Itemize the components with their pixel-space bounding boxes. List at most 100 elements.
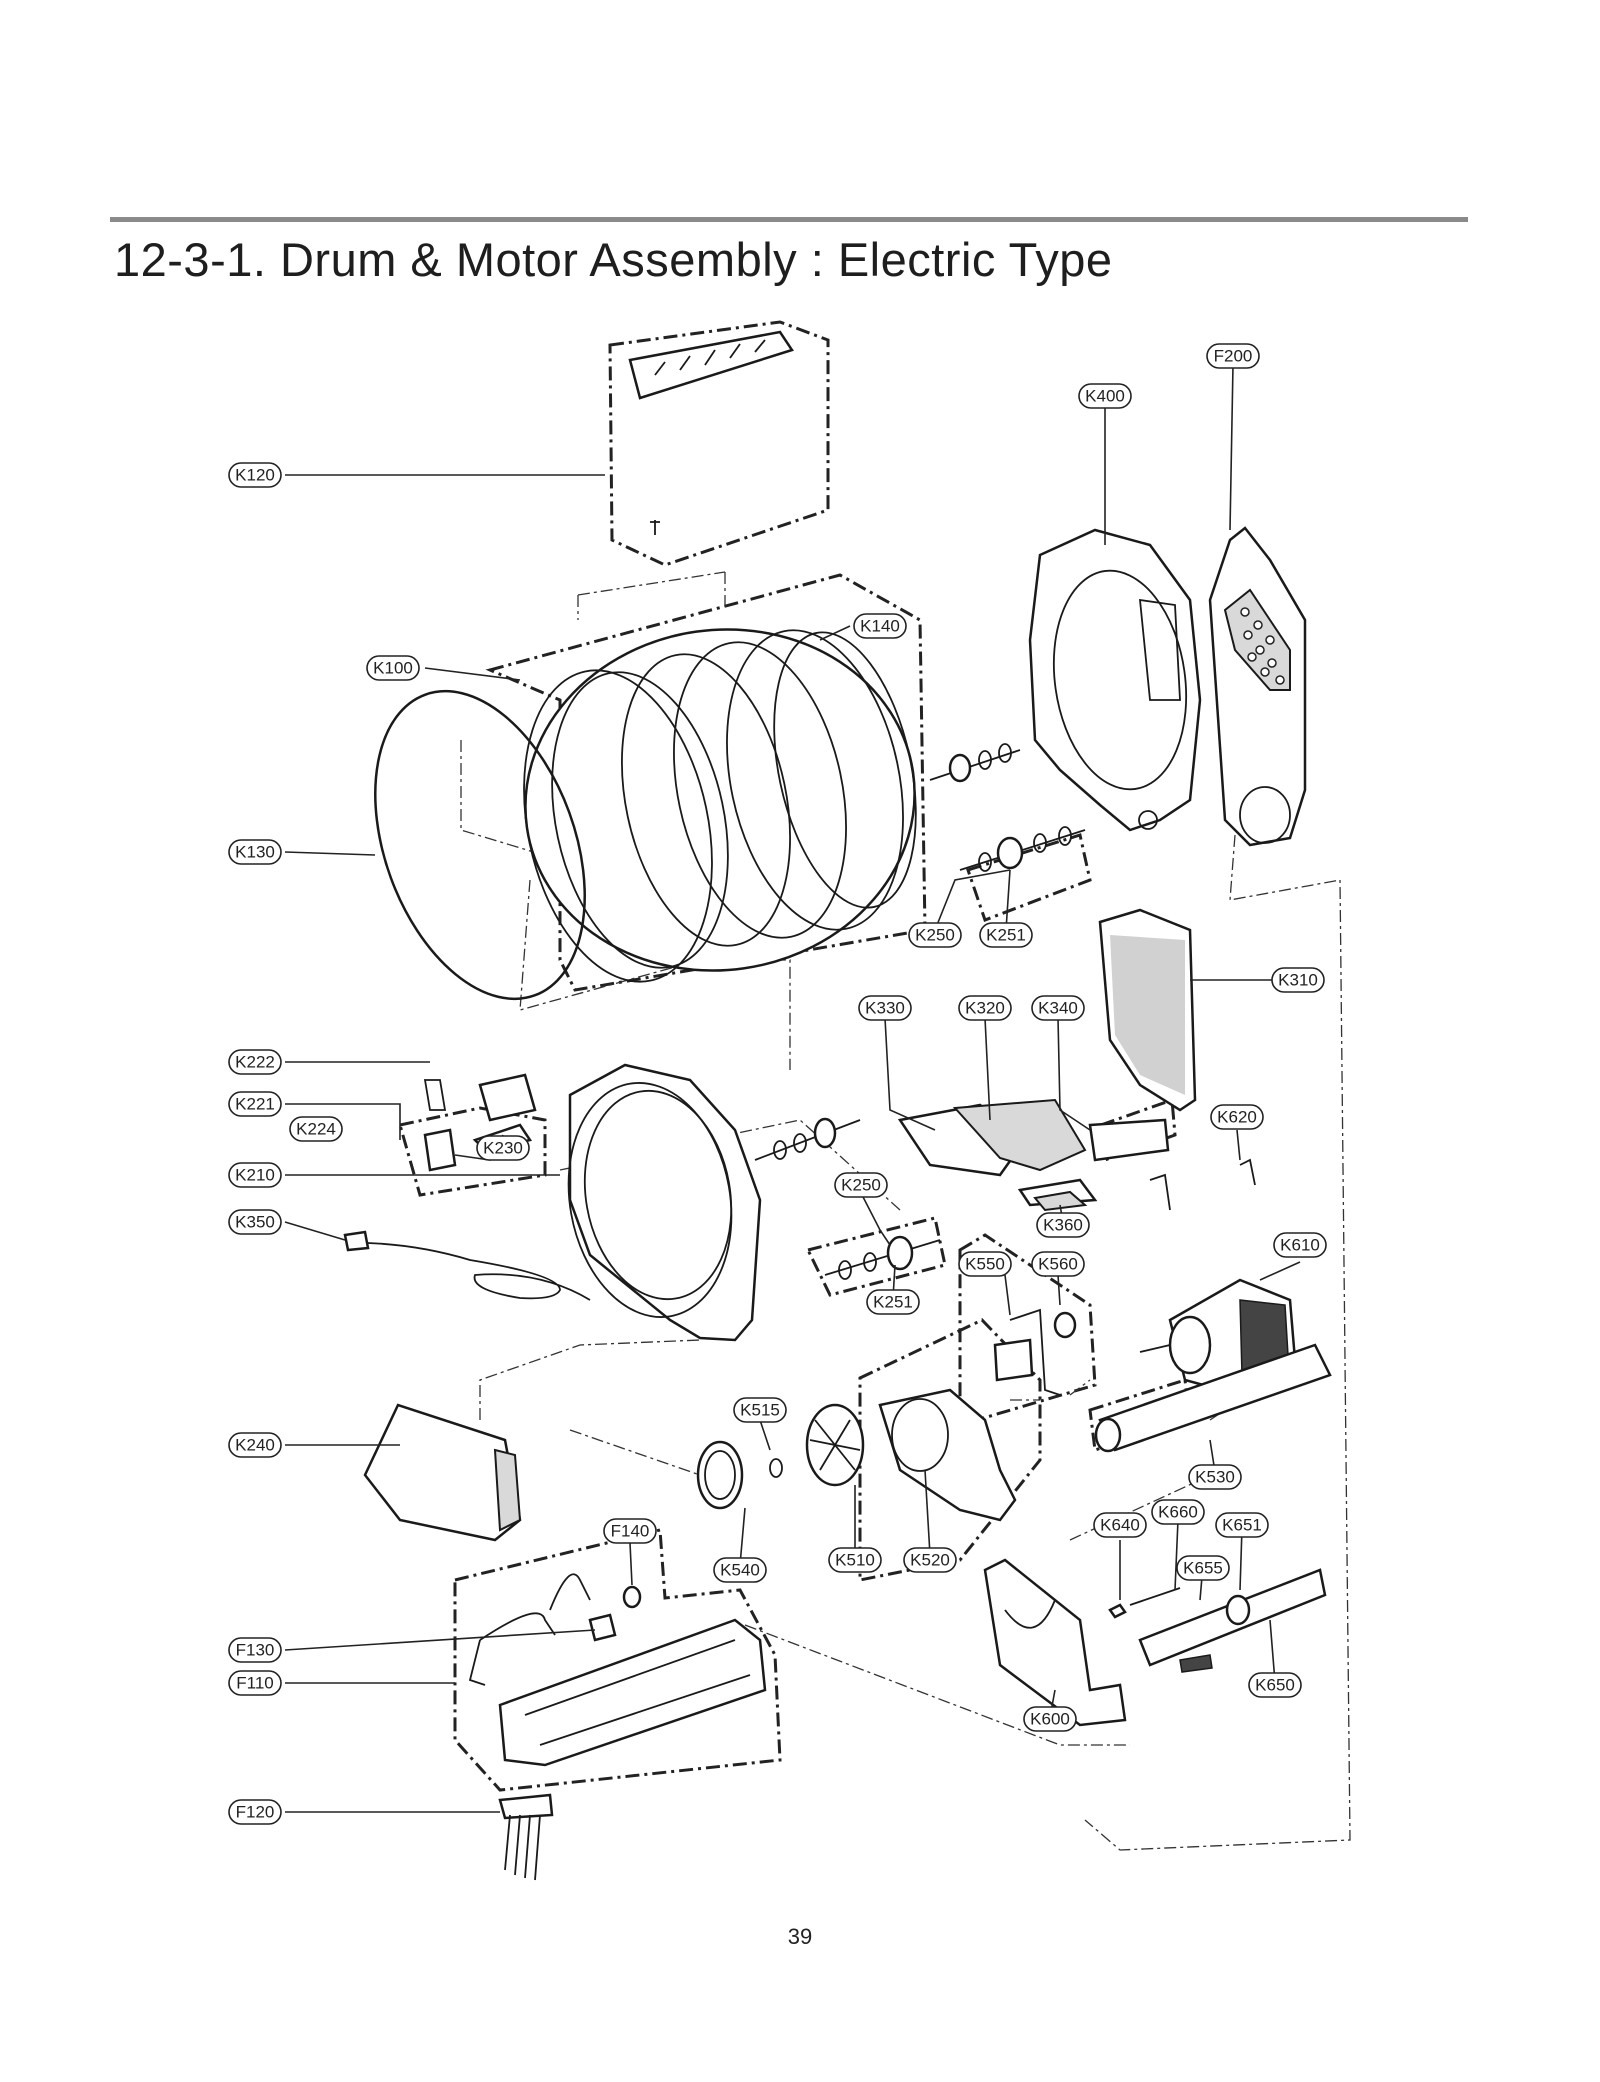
svg-text:K130: K130 (235, 843, 275, 862)
callout-K330: K330 (858, 995, 912, 1021)
motor-bracket-part (983, 1558, 1127, 1727)
callout-K550: K550 (958, 1251, 1012, 1277)
svg-text:K660: K660 (1158, 1503, 1198, 1522)
callout-tags: F200 K400 K120 K140 K100 K130 K250 K251 … (228, 343, 1327, 1825)
heater-duct-part (1208, 526, 1307, 847)
callout-K140: K140 (853, 613, 907, 639)
svg-text:K610: K610 (1280, 1236, 1320, 1255)
callout-K130: K130 (228, 839, 282, 865)
svg-text:K350: K350 (235, 1213, 275, 1232)
callout-F140: F140 (603, 1518, 657, 1544)
svg-text:K360: K360 (1043, 1216, 1083, 1235)
callout-K221: K221 (228, 1091, 282, 1117)
callout-K510: K510 (828, 1547, 882, 1573)
callout-K310: K310 (1271, 967, 1325, 993)
svg-text:K251: K251 (986, 926, 1026, 945)
svg-text:K655: K655 (1183, 1559, 1223, 1578)
svg-text:K120: K120 (235, 466, 275, 485)
callout-F200: F200 (1206, 343, 1260, 369)
callout-K540: K540 (713, 1557, 767, 1583)
callout-K120: K120 (228, 462, 282, 488)
blower-assembly (696, 1388, 1017, 1522)
guide-part (1033, 1190, 1088, 1212)
svg-text:K400: K400 (1085, 387, 1125, 406)
shaft-tube-part (1094, 1343, 1332, 1453)
svg-text:K330: K330 (865, 999, 905, 1018)
callout-K400: K400 (1078, 383, 1132, 409)
svg-text:K240: K240 (235, 1436, 275, 1455)
svg-text:K320: K320 (965, 999, 1005, 1018)
callout-K250-front: K250 (834, 1172, 888, 1198)
svg-text:K250: K250 (915, 926, 955, 945)
title-rule (110, 217, 1468, 222)
page-number: 39 (787, 1924, 813, 1949)
svg-text:K310: K310 (1278, 971, 1318, 990)
svg-text:K560: K560 (1038, 1255, 1078, 1274)
svg-text:K100: K100 (373, 659, 413, 678)
callout-K620: K620 (1210, 1104, 1264, 1130)
callout-K250-rear: K250 (908, 922, 962, 948)
callout-K100: K100 (366, 655, 420, 681)
heater-element-part (498, 1793, 554, 1881)
callout-K520: K520 (903, 1547, 957, 1573)
svg-text:K250: K250 (841, 1176, 881, 1195)
callout-F120: F120 (228, 1799, 282, 1825)
vent-grille-part (628, 330, 794, 535)
lint-filter-part (1098, 908, 1197, 1112)
alignment-lines (460, 571, 1351, 1851)
svg-text:K221: K221 (235, 1095, 275, 1114)
svg-text:F120: F120 (236, 1803, 275, 1822)
svg-text:K222: K222 (235, 1053, 275, 1072)
svg-text:K650: K650 (1255, 1676, 1295, 1695)
svg-text:K140: K140 (860, 617, 900, 636)
svg-text:K550: K550 (965, 1255, 1005, 1274)
callout-K651: K651 (1215, 1512, 1269, 1538)
svg-text:K540: K540 (720, 1561, 760, 1580)
svg-text:K510: K510 (835, 1551, 875, 1570)
callout-K600: K600 (1023, 1706, 1077, 1732)
callout-K640: K640 (1093, 1512, 1147, 1538)
roller-rear-assembly (929, 743, 1086, 872)
svg-text:K224: K224 (296, 1120, 336, 1139)
svg-text:K251: K251 (873, 1293, 913, 1312)
callout-K350: K350 (228, 1209, 282, 1235)
callout-K251-rear: K251 (979, 922, 1033, 948)
svg-text:K210: K210 (235, 1166, 275, 1185)
sensor-harness-part (343, 1230, 591, 1301)
svg-text:K640: K640 (1100, 1516, 1140, 1535)
svg-text:F140: F140 (611, 1522, 650, 1541)
callout-K210: K210 (228, 1162, 282, 1188)
callout-K230: K230 (476, 1135, 530, 1161)
lint-duct-part (363, 1403, 522, 1542)
drum-part (523, 628, 917, 983)
callout-K224: K224 (289, 1116, 343, 1142)
svg-text:K600: K600 (1030, 1710, 1070, 1729)
svg-text:K340: K340 (1038, 999, 1078, 1018)
svg-text:F130: F130 (236, 1641, 275, 1660)
callout-K222: K222 (228, 1049, 282, 1075)
callout-K240: K240 (228, 1432, 282, 1458)
callout-K610: K610 (1273, 1232, 1327, 1258)
idler-assembly (1108, 1568, 1327, 1673)
svg-text:K620: K620 (1217, 1108, 1257, 1127)
callout-K251-front: K251 (866, 1289, 920, 1315)
roller-front-assembly (754, 1117, 941, 1280)
callout-F110: F110 (228, 1670, 282, 1696)
callout-K340: K340 (1031, 995, 1085, 1021)
svg-text:F200: F200 (1214, 347, 1253, 366)
callout-K650: K650 (1248, 1672, 1302, 1698)
page-title: 12-3-1. Drum & Motor Assembly : Electric… (114, 233, 1113, 286)
svg-text:K530: K530 (1195, 1468, 1235, 1487)
callout-K320: K320 (958, 995, 1012, 1021)
sensor-bracket-parts (993, 1308, 1077, 1396)
callout-K360: K360 (1036, 1212, 1090, 1238)
callout-K655: K655 (1176, 1555, 1230, 1581)
svg-text:F110: F110 (236, 1674, 274, 1693)
heater-wiring-parts (468, 1573, 642, 1686)
rear-bulkhead-part (1028, 528, 1202, 832)
heater-housing-part (498, 1618, 767, 1767)
callout-F130: F130 (228, 1637, 282, 1663)
callout-K515: K515 (733, 1397, 787, 1423)
svg-text:K520: K520 (910, 1551, 950, 1570)
